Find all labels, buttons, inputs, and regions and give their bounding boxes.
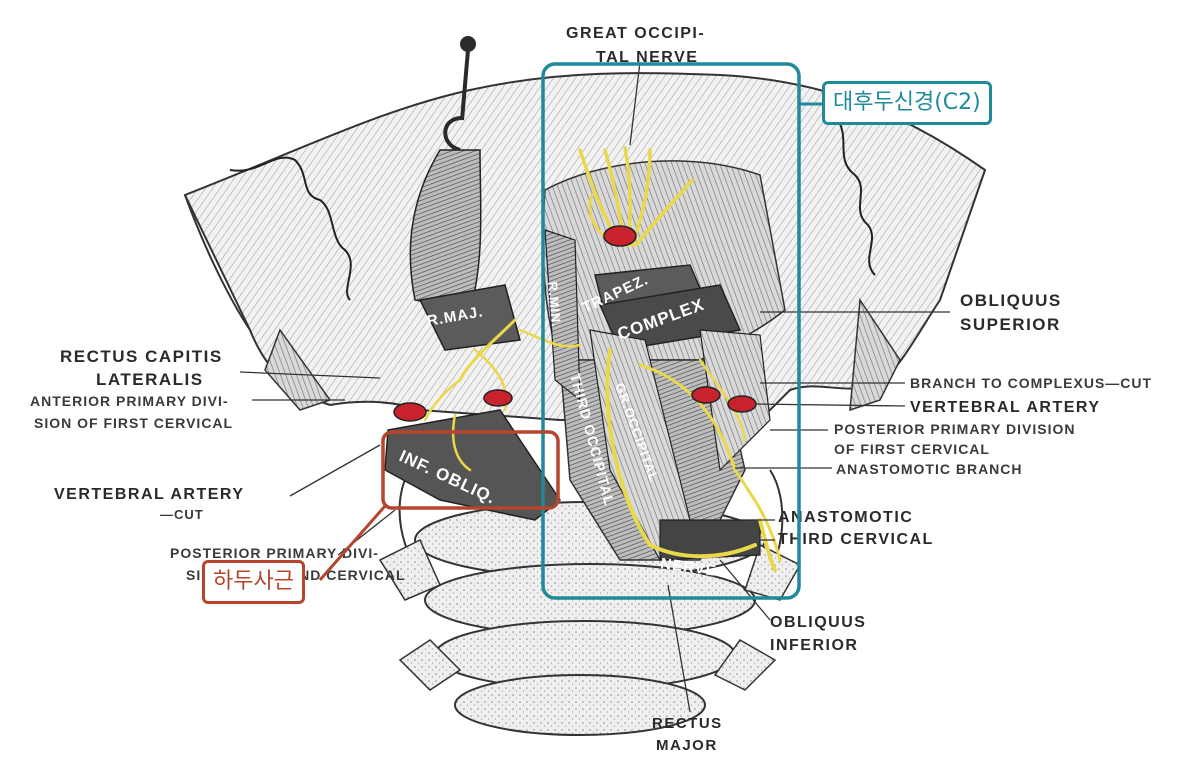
label-obliquus-superior-2: SUPERIOR: [960, 315, 1061, 334]
label-branch-complexus: BRANCH TO COMPLEXUS—CUT: [910, 375, 1152, 391]
label-rectus-lateralis-2: LATERALIS: [96, 370, 204, 389]
label-obliquus-inferior-2: INFERIOR: [770, 637, 858, 654]
label-posterior-primary-right-2: OF FIRST CERVICAL: [834, 441, 990, 457]
label-obliquus-inferior-1: OBLIQUUS: [770, 614, 866, 631]
label-vertebral-artery-left: VERTEBRAL ARTERY: [54, 486, 245, 503]
label-great-occipital-1: GREAT OCCIPI-: [566, 25, 705, 42]
label-third-cervical: THIRD CERVICAL: [778, 531, 934, 548]
label-anterior-primary-2: SION OF FIRST CERVICAL: [34, 415, 233, 431]
label-anastomotic-branch: ANASTOMOTIC BRANCH: [836, 461, 1023, 477]
callout-great-occipital-nerve: 대후두신경(C2): [822, 81, 992, 125]
label-posterior-primary-left-1: POSTERIOR PRIMARY DIVI-: [170, 545, 379, 561]
great-occipital-highlight: [541, 62, 801, 600]
inferior-oblique-highlight: [381, 430, 560, 510]
vertebral-arteries: [393, 225, 757, 422]
inferior-oblique-connector: [318, 505, 387, 581]
label-obliquus-superior-1: OBLIQUUS: [960, 291, 1062, 310]
label-vertebral-artery-right: VERTEBRAL ARTERY: [910, 399, 1101, 416]
retractor-hook: [443, 36, 476, 152]
callout-inferior-oblique: 하두사근: [202, 560, 305, 604]
label-r-min: R.MIN.: [545, 281, 564, 329]
leader-lines: [239, 61, 950, 713]
label-vertebral-cut: —CUT: [160, 507, 204, 522]
label-anterior-primary-1: ANTERIOR PRIMARY DIVI-: [30, 393, 229, 409]
label-posterior-primary-right-1: POSTERIOR PRIMARY DIVISION: [834, 421, 1075, 437]
label-anastomotic: ANASTOMOTIC: [778, 509, 913, 526]
nerves: [423, 146, 782, 572]
label-rectus-major-1: RECTUS: [652, 715, 723, 732]
label-great-occipital-2: TAL NERVE: [596, 49, 698, 66]
cervical-vertebrae: [378, 469, 802, 736]
label-rectus-lateralis-1: RECTUS CAPITIS: [60, 347, 223, 366]
label-rectus-major-2: MAJOR: [656, 737, 718, 754]
